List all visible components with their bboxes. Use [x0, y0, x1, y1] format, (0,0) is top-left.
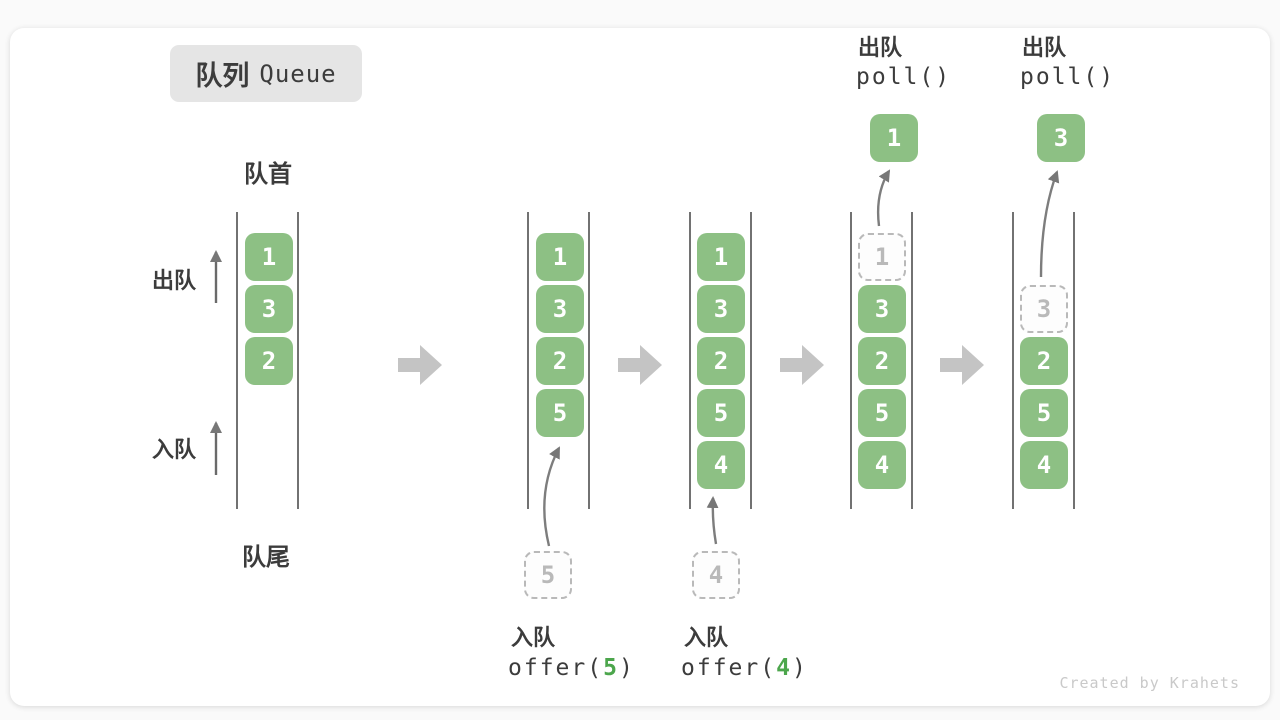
removed-element-box: 1: [858, 233, 906, 281]
offer5-arg: 5: [603, 655, 619, 681]
queue-cell: 2: [697, 337, 745, 385]
enqueue-side-label: 入队: [152, 437, 197, 462]
queue-cell: 3: [858, 285, 906, 333]
queue-cell: 4: [1020, 441, 1068, 489]
queue-cell: 4: [858, 441, 906, 489]
offer5-code: offer(5): [508, 655, 635, 681]
poll1-code: poll(): [856, 64, 952, 90]
queue-cell: 2: [536, 337, 584, 385]
watermark: Created by Krahets: [1059, 674, 1240, 692]
removed-element-box: 3: [1020, 285, 1068, 333]
queue-cell: 1: [245, 233, 293, 281]
queue-cell: 2: [245, 337, 293, 385]
queue-cell: 3: [245, 285, 293, 333]
queue-rear-label: 队尾: [242, 544, 290, 571]
queue-cell: 5: [858, 389, 906, 437]
queue-cell: 5: [1020, 389, 1068, 437]
queue-front-label: 队首: [244, 161, 292, 188]
offer4-arg: 4: [776, 655, 792, 681]
poll2-code: poll(): [1020, 64, 1116, 90]
offer4-label: 入队: [684, 625, 729, 650]
queue-cell: 5: [697, 389, 745, 437]
offer4-code: offer(4): [681, 655, 808, 681]
queue-cell: 3: [536, 285, 584, 333]
queue-cell: 3: [697, 285, 745, 333]
dequeue-side-label: 出队: [152, 268, 197, 293]
incoming-element-box: 4: [692, 551, 740, 599]
incoming-element-box: 5: [524, 551, 572, 599]
polled-element-box: 1: [870, 114, 918, 162]
queue-cell: 2: [858, 337, 906, 385]
title-en: Queue: [259, 59, 337, 88]
queue-cell: 4: [697, 441, 745, 489]
poll2-label: 出队: [1022, 35, 1067, 60]
queue-cell: 1: [536, 233, 584, 281]
title-badge: 队列 Queue: [170, 45, 362, 102]
polled-element-box: 3: [1037, 114, 1085, 162]
queue-cell: 2: [1020, 337, 1068, 385]
queue-cell: 1: [697, 233, 745, 281]
title-zh: 队列: [195, 61, 250, 91]
queue-cell: 5: [536, 389, 584, 437]
poll1-label: 出队: [858, 35, 903, 60]
offer5-label: 入队: [511, 625, 556, 650]
